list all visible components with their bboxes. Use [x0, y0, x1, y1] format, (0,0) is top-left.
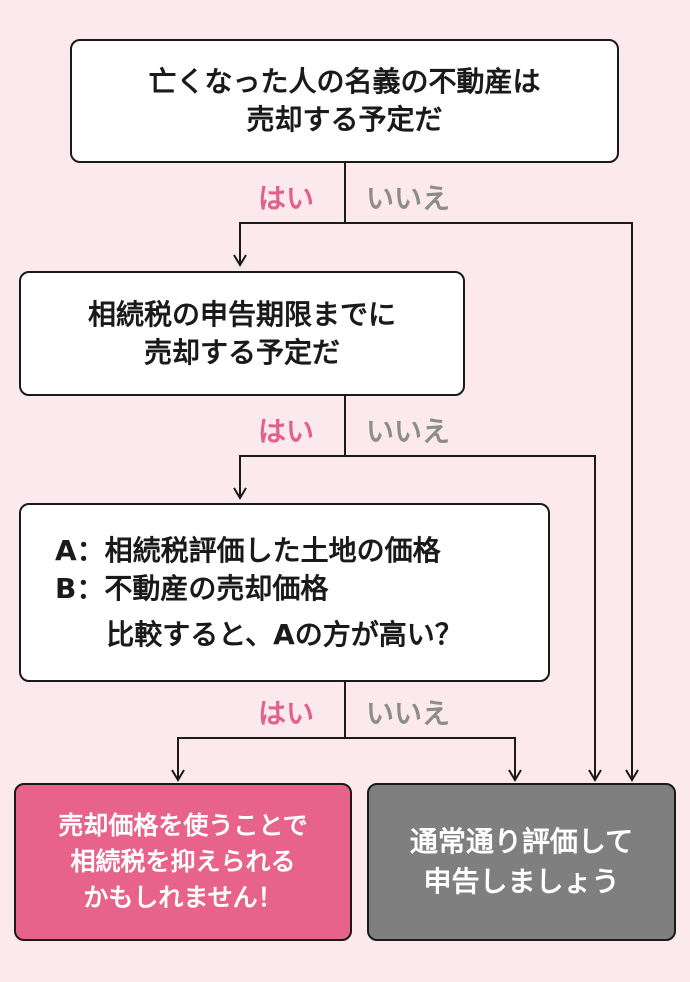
result-pink-line-3: かもしれません！	[83, 883, 283, 912]
question-1-line-2: 売却する予定だ	[246, 103, 443, 136]
connector-q3-no	[345, 737, 516, 778]
connector-q1-no	[345, 222, 633, 778]
question-2-line-1: 相続税の申告期限までに	[87, 297, 396, 331]
q2-no-label: いいえ	[366, 415, 451, 448]
q1-no-label: いいえ	[366, 182, 451, 215]
connector-q2-yes	[239, 455, 345, 497]
comparison-b-line: B：不動産の売却価格	[55, 571, 329, 605]
comparison-question: 比較すると、Aの方が高い？	[106, 617, 463, 651]
question-box-3: A：相続税評価した土地の価格 B：不動産の売却価格 比較すると、Aの方が高い？	[19, 503, 550, 682]
result-pink-line-2: 相続税を抑えられる	[70, 847, 296, 876]
arrowhead-to-gray-c	[625, 769, 639, 782]
result-box-normal-valuation: 通常通り評価して 申告しましょう	[367, 783, 676, 941]
result-pink-line-1: 売却価格を使うことで	[58, 811, 308, 840]
q2-yes-label: はい	[258, 415, 315, 448]
q1-yes-label: はい	[258, 182, 315, 215]
question-box-2: 相続税の申告期限までに 売却する予定だ	[19, 271, 465, 396]
comparison-a-line: A：相続税評価した土地の価格	[55, 533, 441, 567]
result-box-use-sale-price: 売却価格を使うことで 相続税を抑えられる かもしれません！	[14, 783, 352, 941]
arrowhead-to-gray-a	[508, 769, 522, 782]
q3-no-label: いいえ	[366, 697, 451, 730]
result-gray-line-1: 通常通り評価して	[409, 825, 634, 858]
arrowhead-to-q3	[233, 487, 247, 500]
connector-q1-yes	[239, 222, 345, 263]
connector-q3-yes	[177, 737, 345, 778]
question-box-1: 亡くなった人の名義の不動産は 売却する予定だ	[70, 39, 619, 163]
connector-q2-no	[345, 455, 596, 778]
arrowhead-to-q2	[233, 254, 247, 267]
arrowhead-to-gray-b	[588, 769, 602, 782]
result-gray-line-2: 申告しましょう	[423, 865, 620, 898]
arrowhead-to-pink	[171, 769, 185, 782]
q3-yes-label: はい	[258, 697, 315, 730]
question-1-line-1: 亡くなった人の名義の不動産は	[148, 65, 541, 98]
question-2-line-2: 売却する予定だ	[143, 335, 340, 369]
